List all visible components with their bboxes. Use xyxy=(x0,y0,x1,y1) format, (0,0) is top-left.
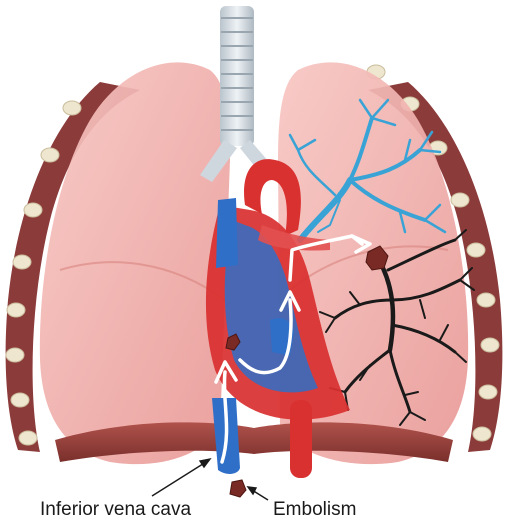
rib-cage xyxy=(5,64,503,452)
pulmonary-artery-tree xyxy=(288,98,447,243)
blood-clot-icon xyxy=(225,333,241,351)
flow-arrow-icon xyxy=(214,234,372,464)
blocked-vessel-tree xyxy=(319,229,475,426)
heart xyxy=(205,159,350,420)
trachea xyxy=(200,6,276,182)
diaphragm xyxy=(55,422,453,462)
blood-clot-icon xyxy=(365,245,389,271)
aorta xyxy=(244,159,301,236)
superior-vena-cava xyxy=(216,198,238,268)
label-leader-lines xyxy=(151,457,269,501)
embolism-label: Embolism xyxy=(273,499,357,520)
embolism-clot-icon xyxy=(229,479,247,498)
inferior-vena-cava-label: Inferior vena cava xyxy=(40,499,192,520)
descending-aorta xyxy=(290,400,312,478)
